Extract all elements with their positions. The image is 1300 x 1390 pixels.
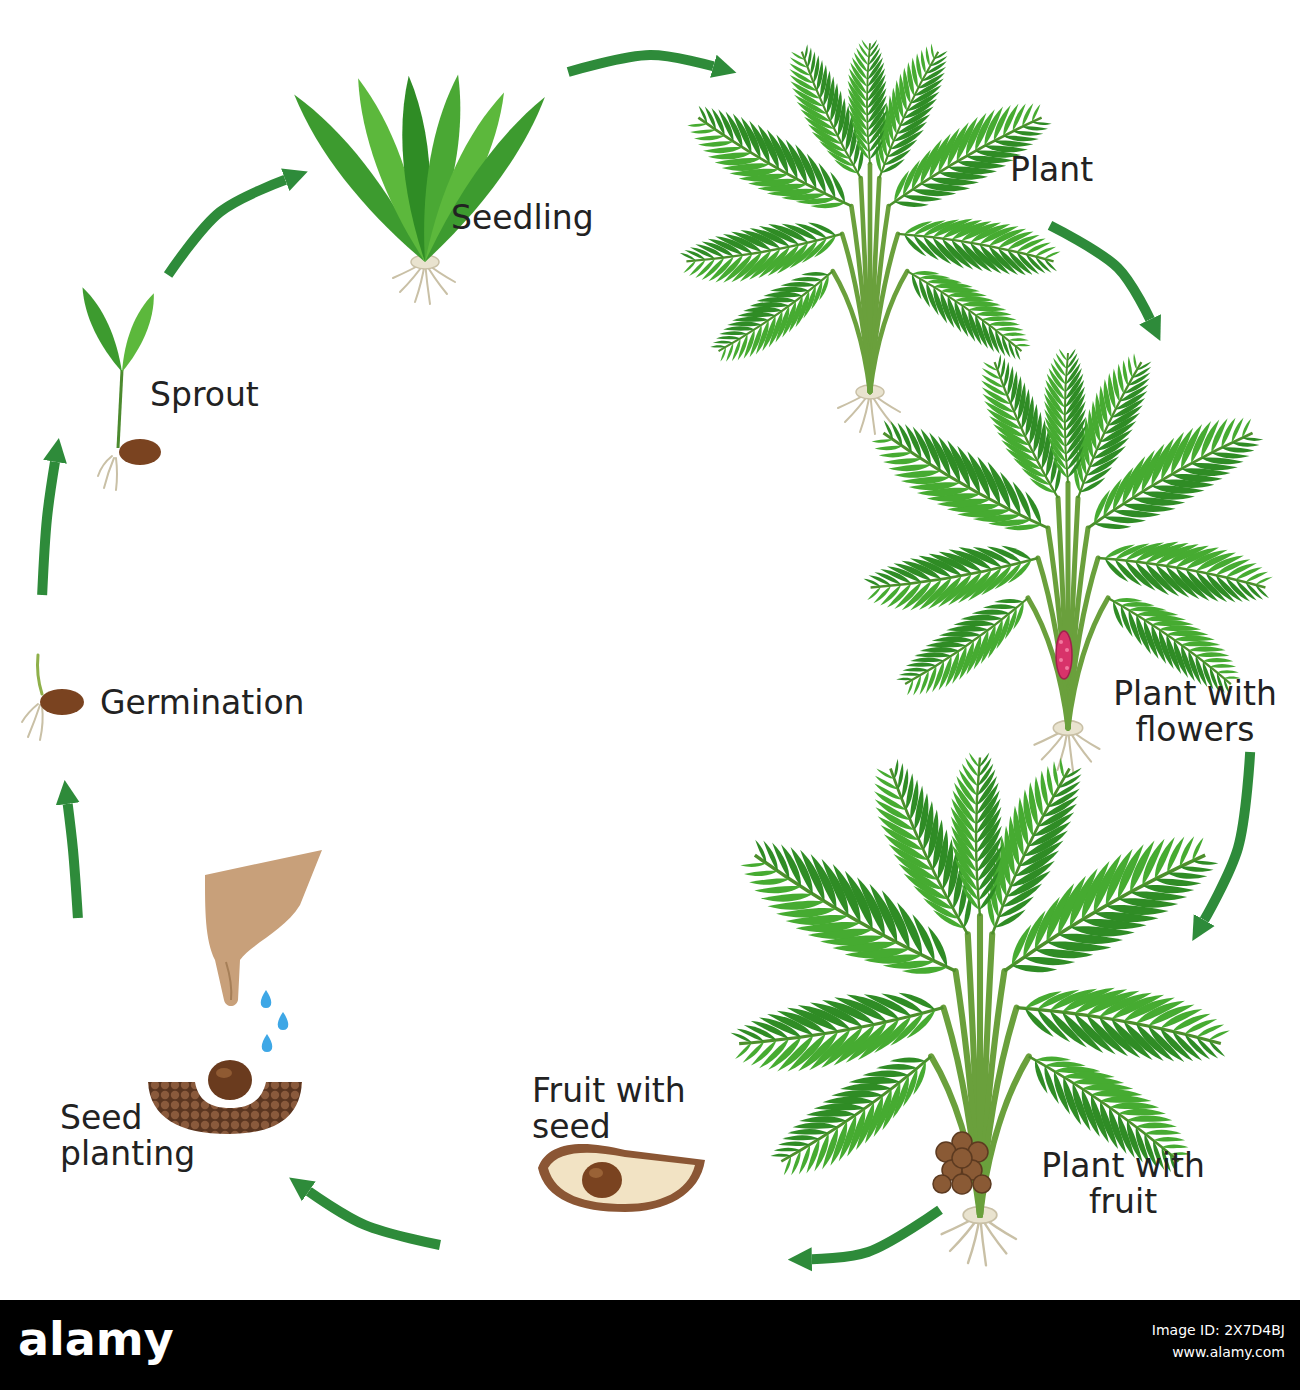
sprout-illustration bbox=[76, 284, 161, 490]
seed-highlight bbox=[216, 1068, 232, 1078]
watermark-note: Image ID: 2X7D4BJ bbox=[1152, 1322, 1285, 1338]
seedling-illustration bbox=[284, 72, 554, 304]
fruit-skin bbox=[538, 1144, 705, 1212]
cycle-arrow bbox=[168, 180, 285, 275]
stage-label: Plant bbox=[1010, 152, 1120, 188]
stage-node: Plant with fruit bbox=[940, 940, 1235, 1265]
leaf bbox=[115, 290, 161, 375]
seed bbox=[40, 689, 84, 715]
stage-node: Germination bbox=[15, 595, 310, 782]
finger-line bbox=[226, 962, 231, 1000]
flower-dots bbox=[1059, 640, 1069, 670]
water-drop bbox=[262, 1034, 273, 1052]
seed-planting-illustration bbox=[148, 850, 322, 1134]
leaf bbox=[346, 74, 437, 266]
seed bbox=[208, 1060, 252, 1100]
stage-node: Sprout bbox=[40, 275, 275, 440]
stage-node: Seedling bbox=[305, 72, 588, 300]
stage-label: Plant with fruit bbox=[1028, 1148, 1218, 1220]
cycle-arrow bbox=[812, 1210, 940, 1259]
fruit-cluster bbox=[933, 1132, 991, 1194]
cycle-arrow bbox=[1050, 225, 1150, 319]
cycle-arrow bbox=[309, 1191, 440, 1245]
fruit-section-illustration bbox=[538, 1144, 705, 1212]
roots bbox=[393, 255, 455, 304]
stage-node: Fruit with seed bbox=[440, 1075, 790, 1275]
stage-label: Seedling bbox=[451, 200, 601, 236]
fruiting-palm-illustration bbox=[727, 749, 1234, 1265]
shoot bbox=[38, 655, 43, 694]
watermark-logo: alamy bbox=[18, 1312, 174, 1366]
seed-highlight bbox=[589, 1168, 603, 1178]
water-drop bbox=[261, 990, 272, 1008]
stage-label: Sprout bbox=[150, 377, 275, 413]
stage-label: Fruit with seed bbox=[532, 1073, 722, 1145]
palm-crown bbox=[727, 749, 1234, 1215]
palm-crown bbox=[861, 346, 1277, 728]
stage-node: Plant bbox=[735, 20, 1050, 415]
stage-node: Plant with flowers bbox=[860, 338, 1285, 752]
cycle-arrow bbox=[568, 55, 713, 72]
roots bbox=[22, 704, 43, 740]
roots bbox=[98, 456, 117, 490]
cycle-arrow bbox=[1204, 752, 1250, 920]
palm-crown bbox=[677, 37, 1064, 392]
cycle-arrow bbox=[68, 804, 78, 918]
stage-label: Seed planting bbox=[60, 1100, 210, 1172]
watermark-note: www.alamy.com bbox=[1172, 1344, 1285, 1360]
fruit-flesh bbox=[548, 1153, 695, 1204]
stage-label: Germination bbox=[100, 685, 325, 721]
flower-spike bbox=[1056, 631, 1072, 679]
hand bbox=[205, 850, 322, 1006]
footer-bar bbox=[0, 1300, 1300, 1390]
cycle-arrow bbox=[42, 462, 55, 595]
leaf bbox=[416, 90, 554, 269]
leaf bbox=[76, 284, 129, 375]
seed bbox=[582, 1162, 622, 1198]
seed bbox=[119, 439, 161, 465]
water-drop bbox=[278, 1012, 289, 1030]
germination-illustration bbox=[22, 655, 84, 740]
stem bbox=[118, 370, 122, 448]
stage-label: Plant with flowers bbox=[1100, 676, 1290, 748]
stage-node: Seed planting bbox=[55, 918, 345, 1180]
